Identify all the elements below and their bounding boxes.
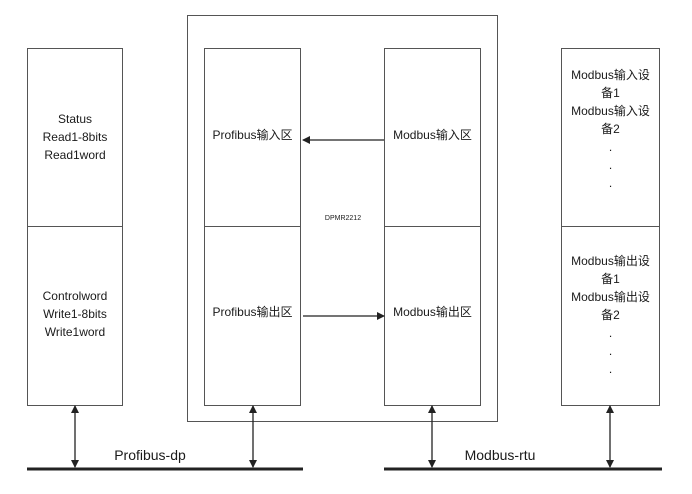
profibus-area-divider xyxy=(204,226,301,227)
ellipsis-dot: . xyxy=(608,158,613,172)
modbus-input-devices-list: Modbus输入设 备1 Modbus输入设 备2 . . . xyxy=(561,66,660,192)
master-write-labels: Controlword Write1-8bits Write1word xyxy=(27,287,123,341)
master-write-bits-label: Write1-8bits xyxy=(43,307,107,321)
master-write-word-label: Write1word xyxy=(44,325,106,339)
modbus-output-devices-list: Modbus输出设 备1 Modbus输出设 备2 . . . xyxy=(561,252,660,378)
ellipsis-dot: . xyxy=(608,344,613,358)
modbus-devices-box xyxy=(561,48,660,406)
profibus-area-column xyxy=(204,48,301,406)
profibus-master-box xyxy=(27,48,123,406)
ellipsis-dot: . xyxy=(608,362,613,376)
profibus-input-area-label: Profibus输入区 xyxy=(212,128,293,142)
modbus-output-device-2-line-2: 备2 xyxy=(601,308,620,322)
modbus-input-area-label: Modbus输入区 xyxy=(393,128,472,142)
profibus-output-area-label: Profibus输出区 xyxy=(212,305,293,319)
master-read-labels: Status Read1-8bits Read1word xyxy=(27,110,123,164)
master-read-bits-label: Read1-8bits xyxy=(42,130,108,144)
modbus-area-divider xyxy=(384,226,481,227)
modbus-area-column xyxy=(384,48,481,406)
modbus-output-area-label: Modbus输出区 xyxy=(393,305,472,319)
profibus-dp-label: Profibus-dp xyxy=(114,447,186,463)
ellipsis-dot: . xyxy=(608,326,613,340)
modbus-output-device-1-line-2: 备1 xyxy=(601,272,620,286)
ellipsis-dot: . xyxy=(608,176,613,190)
modbus-output-device-1-line-1: Modbus输出设 xyxy=(571,254,650,268)
modbus-input-device-2-line-2: 备2 xyxy=(601,122,620,136)
master-status-label: Status xyxy=(57,112,93,126)
modbus-input-device-2-line-1: Modbus输入设 xyxy=(571,104,650,118)
modbus-devices-divider xyxy=(561,226,660,227)
modbus-input-device-1-line-2: 备1 xyxy=(601,86,620,100)
ellipsis-dot: . xyxy=(608,140,613,154)
gateway-model-label: DPMR2212 xyxy=(324,215,362,222)
master-controlword-label: Controlword xyxy=(42,289,108,303)
master-read-word-label: Read1word xyxy=(44,148,106,162)
profibus-master-divider xyxy=(27,226,123,227)
modbus-input-device-1-line-1: Modbus输入设 xyxy=(571,68,650,82)
modbus-output-device-2-line-1: Modbus输出设 xyxy=(571,290,650,304)
modbus-rtu-label: Modbus-rtu xyxy=(464,447,536,463)
